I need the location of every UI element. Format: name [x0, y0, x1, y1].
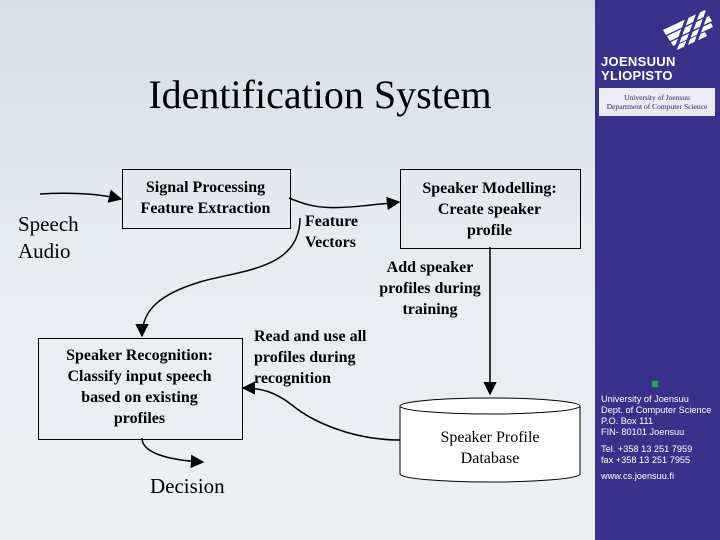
arrow-features-to-recognition	[135, 217, 301, 338]
arrow-database-to-recognition	[241, 381, 401, 441]
contact-tel: Tel. +358 13 251 7959	[601, 444, 693, 454]
decision-label: Decision	[150, 474, 225, 498]
arrow-audio-to-processing	[39, 189, 123, 203]
speech-audio-label: Speech Audio	[18, 212, 79, 263]
university-name: JOENSUUN YLIOPISTO	[601, 54, 676, 83]
bullet-marker	[652, 381, 658, 387]
contact-line-1: University of Joensuu	[601, 394, 689, 404]
speaker-recognition-box	[38, 338, 243, 440]
add-profiles-label: Add speaker profiles during training	[379, 259, 481, 318]
arrow-recognition-to-decision	[141, 437, 205, 469]
contact-line-3: P.O. Box 111	[601, 416, 654, 426]
contact-web[interactable]: www.cs.joensuu.fi	[601, 471, 675, 481]
contact-fax: fax +358 13 251 7955	[601, 455, 691, 465]
sidebar: JOENSUUN YLIOPISTO University of Joensuu…	[595, 0, 720, 540]
feature-vectors-label: Feature Vectors	[305, 213, 359, 251]
speaker-modelling-label: Speaker Modelling: Create speaker profil…	[422, 180, 557, 239]
speaker-modelling-box	[400, 169, 581, 249]
slide-title: Identification System	[148, 72, 492, 117]
arrow-processing-to-modelling	[288, 196, 401, 211]
signal-processing-label: Signal Processing Feature Extraction	[140, 179, 271, 217]
contact-line-2: Dept. of Computer Science	[601, 405, 712, 415]
speaker-recognition-label: Speaker Recognition: Classify input spee…	[66, 347, 213, 427]
contact-line-4: FIN- 80101 Joensuu	[601, 427, 685, 437]
signal-processing-box	[122, 169, 291, 229]
slide-canvas: Identification System Speech Audio Signa…	[0, 0, 595, 540]
university-logo-icon	[663, 4, 713, 52]
database-cylinder	[399, 397, 581, 483]
database-label: Speaker Profile Database	[440, 429, 540, 467]
read-profiles-label: Read and use all profiles during recogni…	[254, 328, 367, 387]
flow-diagram	[39, 189, 581, 483]
department-label: University of Joensuu Department of Comp…	[599, 88, 715, 116]
contact-info: University of Joensuu Dept. of Computer …	[601, 394, 720, 482]
